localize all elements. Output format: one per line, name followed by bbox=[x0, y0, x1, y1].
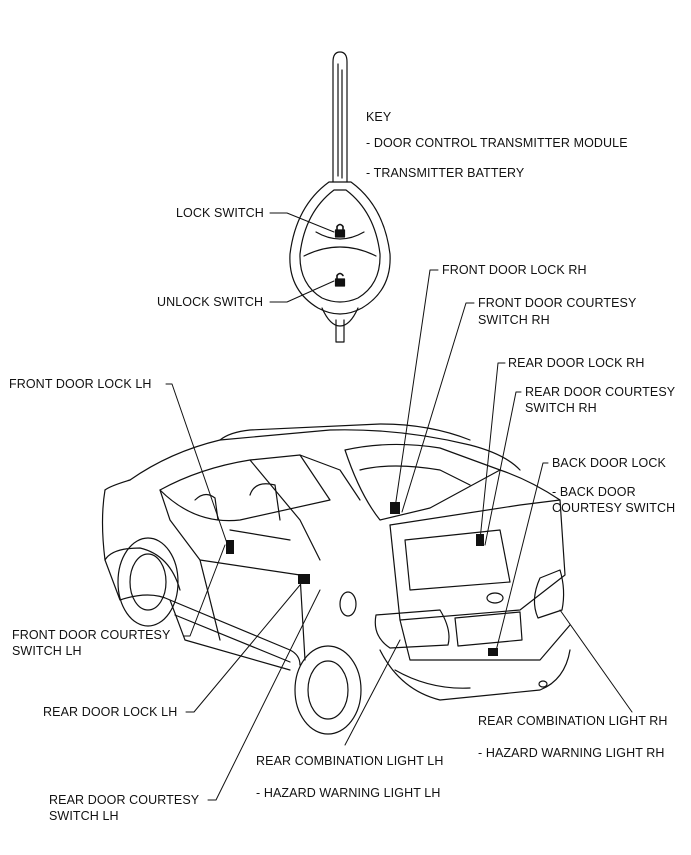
unlock-switch-label: UNLOCK SWITCH bbox=[157, 295, 264, 309]
rear-door-lock-rh-label: REAR DOOR LOCK RH bbox=[508, 356, 645, 370]
hazard-warning-light-rh-label: - HAZARD WARNING LIGHT RH bbox=[478, 746, 665, 760]
vehicle-illustration bbox=[101, 423, 571, 735]
front-door-courtesy-switch-rh-label-line2: SWITCH RH bbox=[478, 313, 550, 327]
lock-switch-label: LOCK SWITCH bbox=[176, 206, 264, 220]
transmitter-battery-label: - TRANSMITTER BATTERY bbox=[366, 166, 525, 180]
front-door-courtesy-switch-rh-label-line1: FRONT DOOR COURTESY bbox=[478, 296, 637, 310]
key-label: KEY bbox=[366, 110, 392, 124]
back-door-lock-label: BACK DOOR LOCK bbox=[552, 456, 666, 470]
unlock-glyph-icon bbox=[334, 272, 346, 287]
front-door-courtesy-switch-lh-label-line1: FRONT DOOR COURTESY bbox=[12, 628, 171, 642]
rear-combination-light-rh-label: REAR COMBINATION LIGHT RH bbox=[478, 714, 668, 728]
rear-door-courtesy-switch-lh-label-line1: REAR DOOR COURTESY bbox=[49, 793, 200, 807]
hazard-warning-light-lh-label: - HAZARD WARNING LIGHT LH bbox=[256, 786, 441, 800]
rear-door-courtesy-switch-rh-label-line1: REAR DOOR COURTESY bbox=[525, 385, 676, 399]
rear-door-courtesy-switch-lh-label-line2: SWITCH LH bbox=[49, 809, 119, 823]
back-door-courtesy-switch-label-line2: COURTESY SWITCH bbox=[552, 501, 676, 515]
front-door-lock-lh-label: FRONT DOOR LOCK LH bbox=[9, 377, 152, 391]
lock-glyph-icon bbox=[334, 223, 346, 238]
component-markers bbox=[226, 502, 498, 656]
front-door-courtesy-switch-lh-label-line2: SWITCH LH bbox=[12, 644, 82, 658]
rear-combination-light-lh-label: REAR COMBINATION LIGHT LH bbox=[256, 754, 444, 768]
key-illustration bbox=[289, 51, 391, 343]
rear-door-lock-lh-label: REAR DOOR LOCK LH bbox=[43, 705, 178, 719]
front-door-lock-rh-label: FRONT DOOR LOCK RH bbox=[442, 263, 587, 277]
leader-lines bbox=[165, 212, 633, 801]
rear-door-courtesy-switch-rh-label-line2: SWITCH RH bbox=[525, 401, 597, 415]
transmitter-module-label: - DOOR CONTROL TRANSMITTER MODULE bbox=[366, 136, 628, 150]
back-door-courtesy-switch-label-line1: - BACK DOOR bbox=[552, 485, 636, 499]
